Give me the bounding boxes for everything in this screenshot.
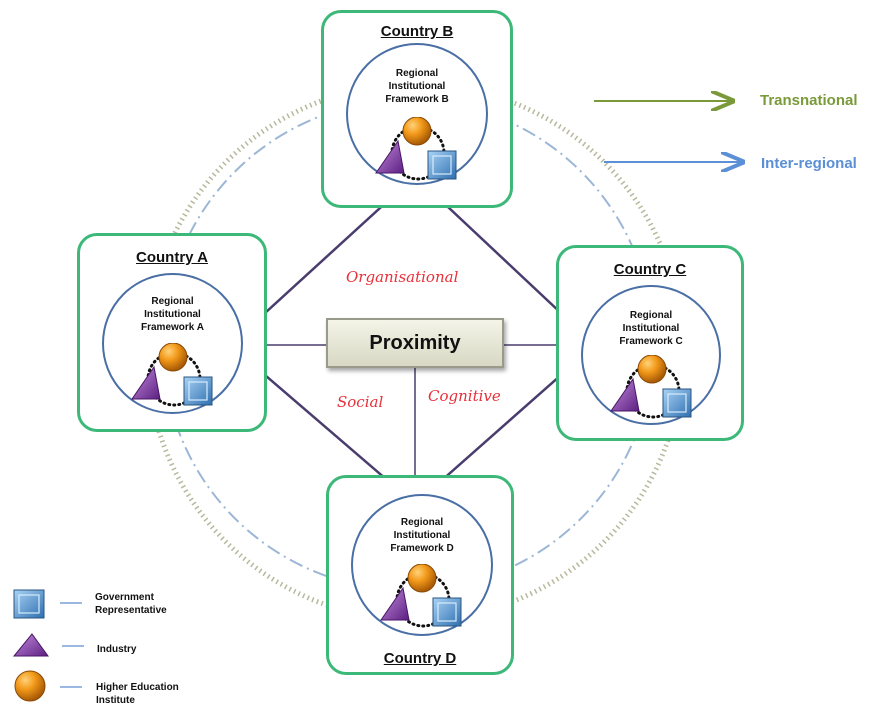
square-icon	[432, 597, 462, 627]
country-b-box: Country B Regional Institutional Framewo…	[321, 10, 513, 208]
legend-sphere-icon	[14, 670, 46, 702]
country-d-framework-line3: Framework D	[390, 543, 454, 554]
legend-hei-label: Higher Education Institute	[96, 682, 179, 706]
country-d-framework-line1: Regional	[400, 517, 444, 528]
legend-industry-label: Industry	[97, 644, 137, 655]
square-icon	[662, 388, 692, 418]
country-a-title: Country A	[136, 249, 208, 266]
country-b-title: Country B	[380, 23, 454, 40]
country-d-actors	[380, 564, 462, 628]
sphere-icon	[402, 117, 432, 146]
square-icon	[183, 376, 213, 406]
country-a-framework-line3: Framework A	[141, 322, 204, 333]
country-b-region-circle: Regional Institutional Framework B	[346, 43, 488, 185]
sphere-icon	[158, 343, 188, 372]
triangle-icon	[380, 586, 410, 621]
legend-government-label: Government Representative	[95, 592, 167, 616]
country-c-actors	[610, 355, 692, 419]
social-label: Social	[337, 393, 384, 411]
country-d-framework-line2: Institutional	[393, 530, 451, 541]
country-a-box: Country A Regional Institutional Framewo…	[77, 233, 267, 432]
interregional-label: Inter-regional	[761, 155, 857, 172]
country-c-box: Country C Regional Institutional Framewo…	[556, 245, 744, 441]
triangle-icon	[375, 139, 405, 174]
transnational-label: Transnational	[760, 92, 858, 109]
country-b-framework-line1: Regional	[395, 68, 439, 79]
country-d-title: Country D	[383, 650, 457, 667]
legend-triangle-icon	[12, 633, 49, 657]
country-d-box: Country D Regional Institutional Framewo…	[326, 475, 514, 675]
country-d-region-circle: Regional Institutional Framework D	[351, 494, 493, 636]
country-b-actors	[375, 117, 457, 181]
country-c-framework-line1: Regional	[629, 310, 673, 321]
country-c-title: Country C	[613, 261, 687, 278]
proximity-box: Proximity	[326, 318, 504, 368]
country-c-framework-line2: Institutional	[622, 323, 680, 334]
organisational-label: Organisational	[346, 268, 459, 286]
country-a-region-circle: Regional Institutional Framework A	[102, 273, 243, 414]
triangle-icon	[610, 377, 640, 412]
proximity-label: Proximity	[369, 331, 461, 354]
triangle-icon	[131, 365, 161, 400]
cognitive-label: Cognitive	[428, 387, 501, 405]
country-c-region-circle: Regional Institutional Framework C	[581, 285, 721, 425]
legend-square-icon	[13, 589, 45, 619]
sphere-icon	[407, 564, 437, 593]
country-a-framework-line1: Regional	[151, 296, 194, 307]
country-c-framework-line3: Framework C	[619, 336, 683, 347]
sphere-icon	[637, 355, 667, 384]
country-b-framework-line2: Institutional	[388, 81, 446, 92]
country-a-actors	[131, 343, 213, 407]
square-icon	[427, 150, 457, 180]
country-a-framework-line2: Institutional	[144, 309, 201, 320]
country-b-framework-line3: Framework B	[385, 94, 449, 105]
